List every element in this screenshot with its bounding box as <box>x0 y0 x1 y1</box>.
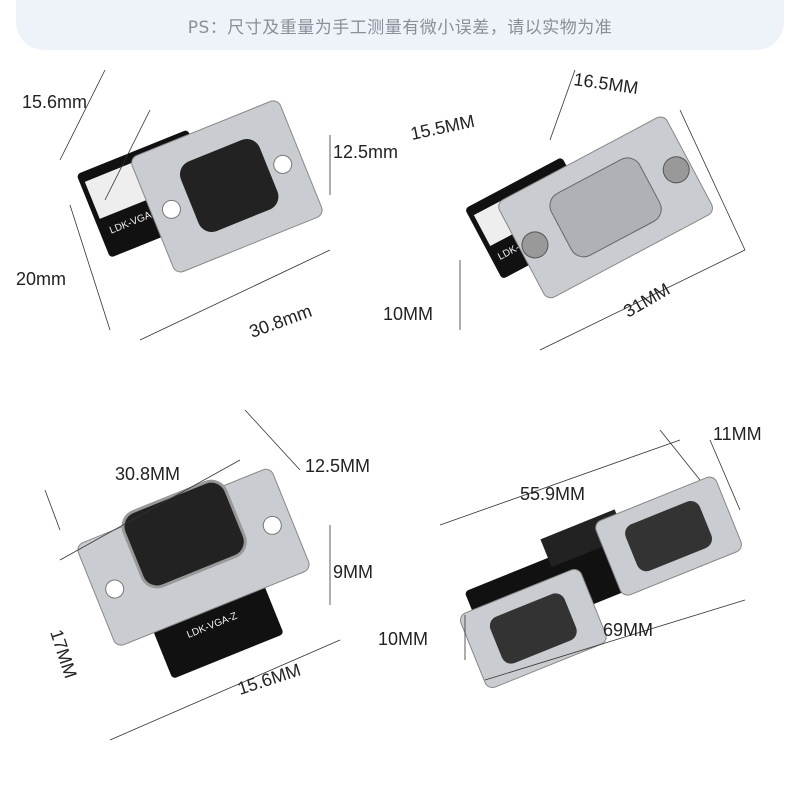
dim-label: 12.5mm <box>333 142 398 162</box>
dim-label: 20mm <box>16 269 66 289</box>
product-2-female-vga: LDK-VGA-2 15.5MM 16.5MM 10MM 31MM <box>383 69 746 351</box>
product-4-dual-vga: 11MM 55.9MM 10MM 69MM <box>378 424 762 689</box>
dim-label: 16.5MM <box>572 69 639 98</box>
product-3-male-vga: LDK-VGA-Z 30.8MM 12.5MM 9MM 17MM 15.6MM <box>44 409 373 741</box>
pin-housing <box>179 139 279 232</box>
dim-label: 15.6mm <box>22 92 87 112</box>
disclaimer-banner: PS：尺寸及重量为手工测量有微小误差，请以实物为准 <box>16 0 784 50</box>
dim-label: 30.8MM <box>115 464 180 484</box>
dim-label: 30.8mm <box>247 301 315 342</box>
dim-label: 11MM <box>713 424 762 444</box>
dim-label: 10MM <box>383 304 433 324</box>
dim-label: 17MM <box>46 627 80 681</box>
product-1-male-vga: LDK-VGA-1 15.6mm 12.5mm 20mm 30.8mm <box>16 69 398 342</box>
dim-label: 15.5MM <box>409 111 477 144</box>
dim-label: 15.6MM <box>235 660 303 699</box>
dim-label: 9MM <box>333 562 373 582</box>
dim-label: 10MM <box>378 629 428 649</box>
dim-label: 12.5MM <box>305 456 370 476</box>
dim-label: 55.9MM <box>520 484 585 504</box>
disclaimer-text: PS：尺寸及重量为手工测量有微小误差，请以实物为准 <box>187 18 613 38</box>
dim-label: 31MM <box>620 279 673 321</box>
dim-label: 69MM <box>603 620 653 640</box>
